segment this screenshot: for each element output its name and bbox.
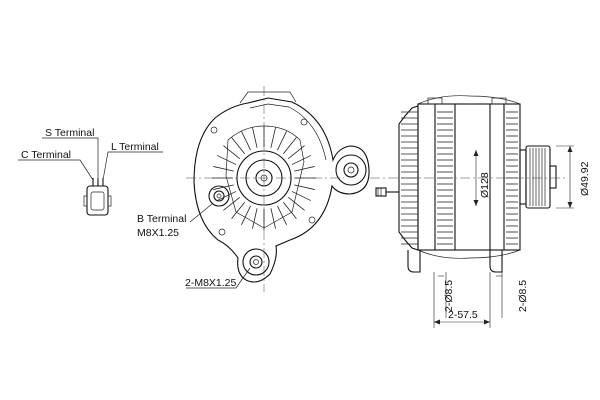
mount-thread-leader bbox=[186, 267, 251, 289]
connector-plug bbox=[83, 178, 112, 216]
side-foot-left bbox=[407, 250, 421, 273]
side-foot-right bbox=[489, 250, 503, 273]
mount-thread-label: 2-M8X1.25 bbox=[185, 277, 237, 289]
rear-bottom-boss bbox=[242, 248, 270, 276]
hole-spacing-label: 2-57.5 bbox=[448, 309, 478, 321]
hole-left-label: 2-Ø8.5 bbox=[443, 280, 455, 312]
rear-view bbox=[186, 86, 370, 292]
c-terminal-leader bbox=[18, 159, 94, 181]
c-terminal-label: C Terminal bbox=[21, 149, 71, 161]
rear-vent-slots bbox=[212, 126, 316, 230]
rear-right-boss bbox=[335, 154, 367, 186]
pulley-diameter-label: Ø49.92 bbox=[579, 161, 591, 196]
s-terminal-leader bbox=[42, 137, 99, 180]
side-view bbox=[370, 95, 566, 273]
hole-right-label: 2-Ø8.5 bbox=[517, 280, 529, 312]
dimension-lines bbox=[433, 145, 574, 328]
l-terminal-leader bbox=[102, 151, 163, 181]
body-diameter-label: Ø128 bbox=[479, 172, 491, 198]
b-terminal-label: B Terminal bbox=[137, 213, 186, 225]
b-terminal-thread-label: M8X1.25 bbox=[137, 227, 179, 239]
b-terminal-stud bbox=[208, 185, 230, 207]
b-terminal-leader bbox=[189, 203, 213, 223]
side-housing bbox=[417, 103, 521, 251]
s-terminal-label: S Terminal bbox=[45, 127, 94, 139]
pulley bbox=[525, 145, 557, 209]
l-terminal-label: L Terminal bbox=[111, 141, 159, 153]
rear-housing-outline bbox=[193, 97, 370, 283]
